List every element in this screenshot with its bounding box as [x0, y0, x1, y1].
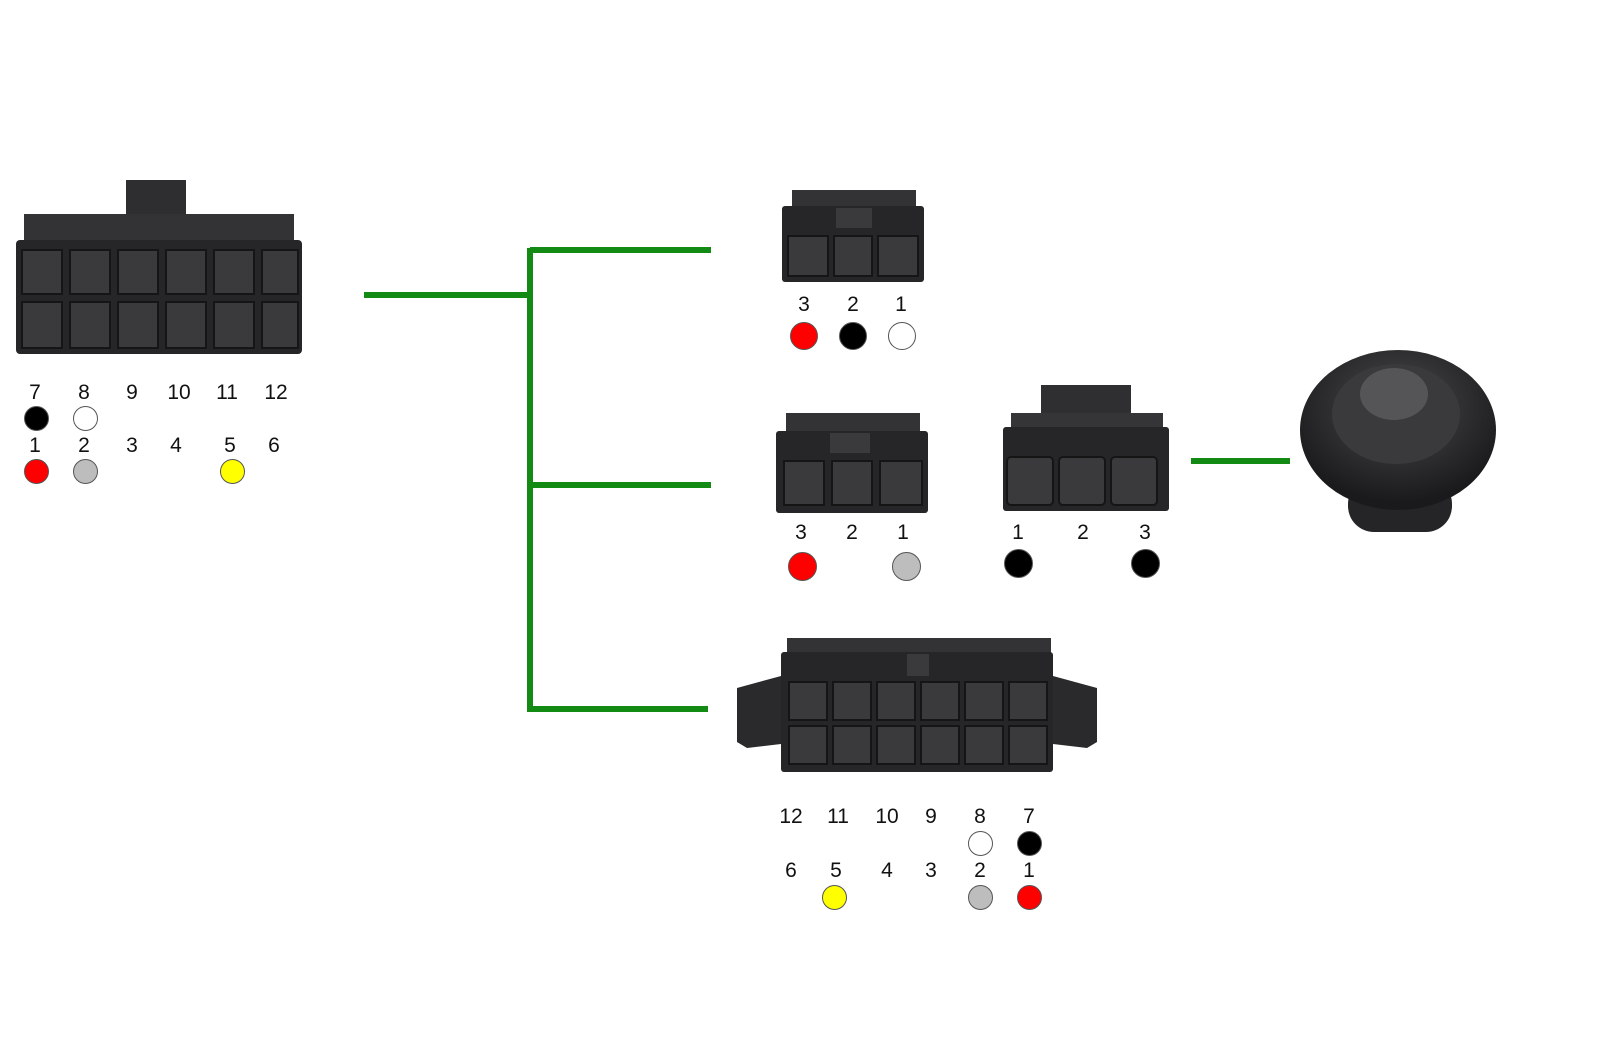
- pin-label: 4: [881, 859, 893, 882]
- wire-dot-white: [72, 406, 98, 431]
- wire-dot-black: [1130, 549, 1160, 578]
- wire-dot-red: [790, 322, 818, 350]
- pin-label: 11: [216, 381, 238, 404]
- pin-label: 3: [798, 293, 810, 316]
- connector-3pin-top: [780, 188, 926, 284]
- pin-label: 9: [925, 805, 937, 828]
- wire-dot-black: [1003, 549, 1033, 578]
- pin-label: 4: [170, 434, 182, 457]
- pin-label: 3: [1139, 521, 1151, 544]
- connector-12pin-left-icon: [16, 180, 302, 354]
- wire-dot-gray: [72, 459, 98, 484]
- pin-label: 3: [126, 434, 138, 457]
- pin-label: 2: [78, 434, 90, 457]
- pin-label: 5: [830, 859, 842, 882]
- pin-label: 10: [875, 805, 899, 828]
- wire-dot-red: [1016, 885, 1042, 910]
- wire-dot-gray: [891, 552, 921, 581]
- wire-dot-black: [1016, 831, 1042, 856]
- pin-label: 2: [974, 859, 986, 882]
- wire-dot-white: [967, 831, 993, 856]
- pin-label: 11: [827, 805, 849, 828]
- pin-label: 5: [224, 434, 236, 457]
- pin-label: 2: [1077, 521, 1089, 544]
- wire-dot-gray: [967, 885, 993, 910]
- connector-3pin-middle-icon: [776, 413, 928, 513]
- joystick-knob-icon: [1300, 350, 1496, 532]
- pin-label: 2: [846, 521, 858, 544]
- wire-dot-red: [23, 459, 49, 484]
- pin-label: 3: [925, 859, 937, 882]
- connector-3pin-middle: [774, 411, 930, 515]
- pin-label: 1: [897, 521, 909, 544]
- connector-12pin-bottom: [735, 636, 1099, 774]
- wire-dot-black: [839, 322, 867, 350]
- pin-label: 6: [785, 859, 797, 882]
- pin-label: 1: [895, 293, 907, 316]
- pin-label: 1: [29, 434, 41, 457]
- connector-12pin-bottom-icon: [737, 638, 1097, 772]
- pin-label: 1: [1023, 859, 1035, 882]
- connector-3pin-top-icon: [782, 190, 924, 282]
- pin-label: 1: [1012, 521, 1024, 544]
- pin-label: 10: [167, 381, 191, 404]
- pin-label: 6: [268, 434, 280, 457]
- pin-label: 7: [29, 381, 41, 404]
- pin-label: 9: [126, 381, 138, 404]
- pin-label: 2: [847, 293, 859, 316]
- pin-label: 8: [974, 805, 986, 828]
- connector-3pin-mate-icon: [1003, 385, 1169, 511]
- pin-label: 8: [78, 381, 90, 404]
- pin-label: 12: [779, 805, 803, 828]
- wire-dot-red: [787, 552, 817, 581]
- pin-label: 3: [795, 521, 807, 544]
- connector-3pin-mate: [1001, 383, 1171, 513]
- wire-dot-black: [23, 406, 49, 431]
- pin-label: 7: [1023, 805, 1035, 828]
- pin-label: 12: [264, 381, 288, 404]
- wire-dot-white: [888, 322, 916, 350]
- connector-12pin-left: [14, 178, 304, 356]
- joystick-knob: [1298, 348, 1500, 548]
- wire-dot-yellow: [821, 885, 847, 910]
- wire-dot-yellow: [219, 459, 245, 484]
